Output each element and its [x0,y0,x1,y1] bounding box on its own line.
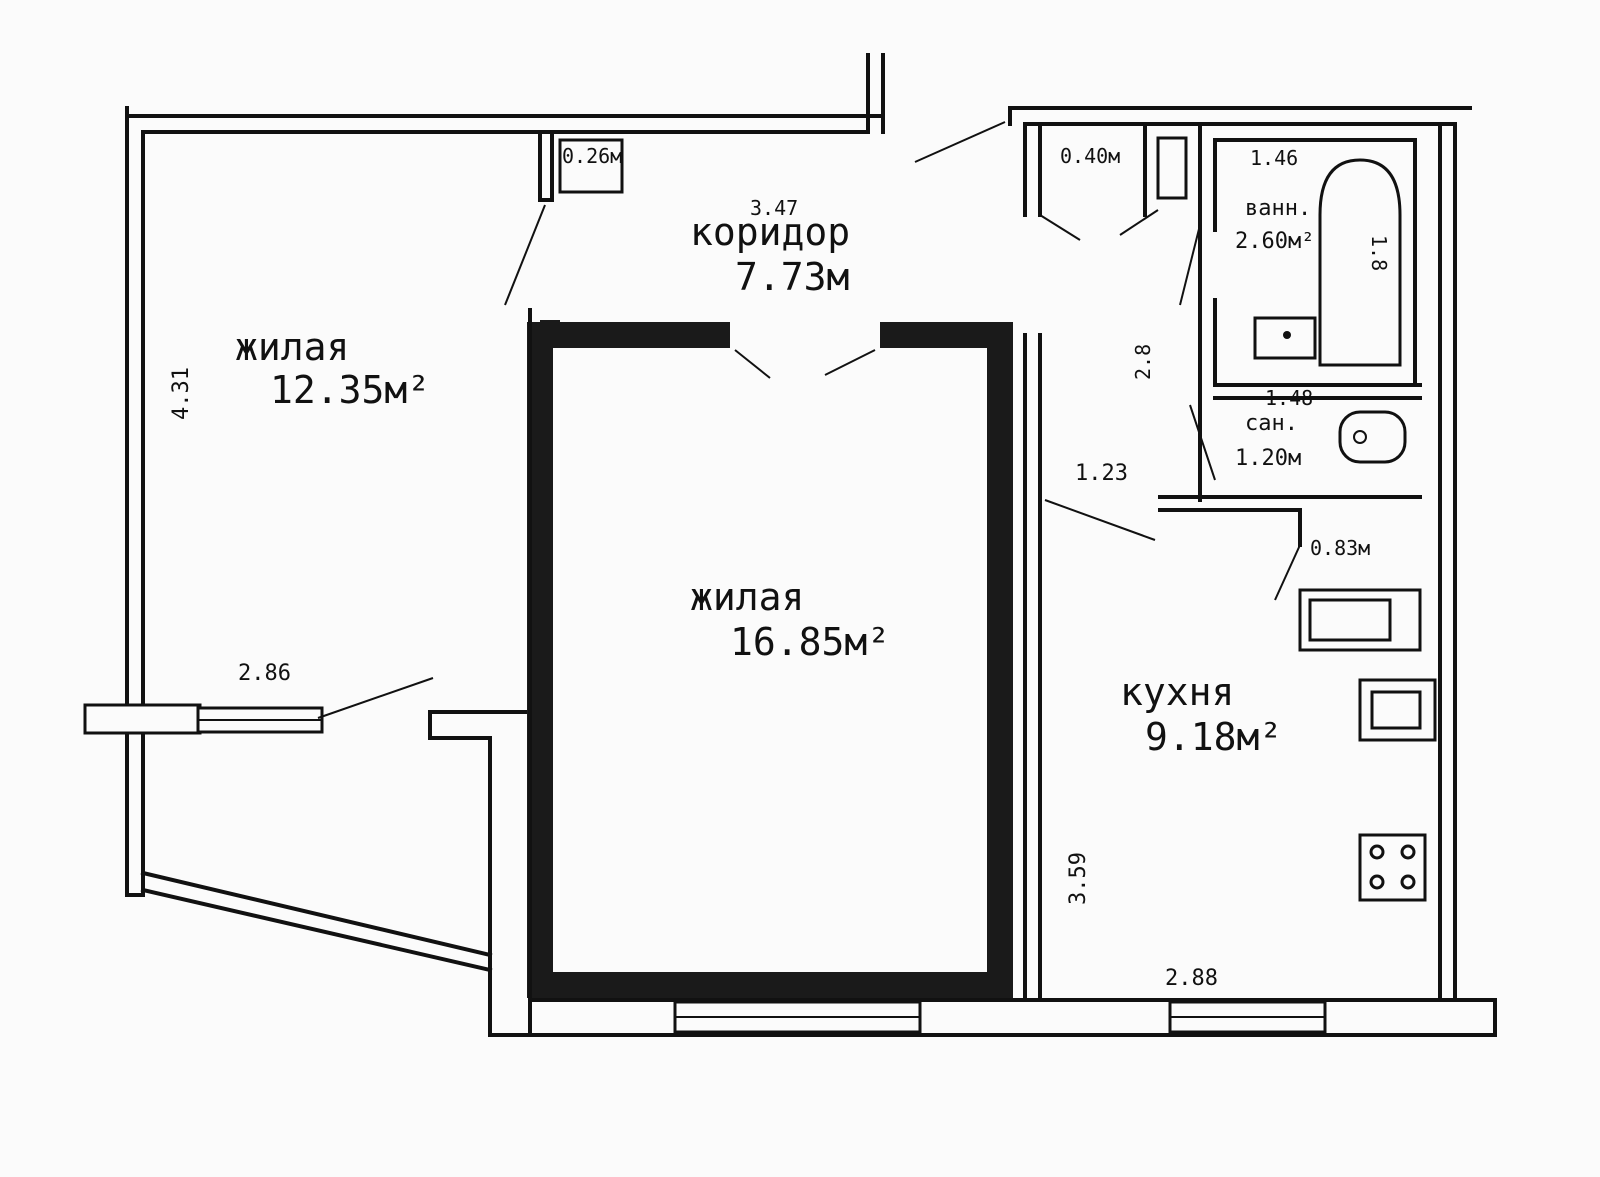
center-door-left[interactable] [734,349,771,379]
stove-burner-4 [1400,874,1416,890]
closet-2-shelf [1156,136,1188,200]
bath-dim: 1.46 [1250,146,1298,170]
dim-kitchen-door: 1.23 [1075,461,1128,486]
closet-2-door[interactable] [1039,214,1081,241]
dim-bath-right: 1.8 [1367,235,1391,271]
toilet [1338,410,1407,464]
living-center-name: жилая [690,575,804,619]
wc-dim: 1.48 [1265,386,1313,410]
dim-bath-side: 2.8 [1131,344,1155,380]
kitchen-sink-bowl [1370,690,1422,730]
center-room-corner [540,320,560,340]
toilet-bowl [1353,430,1367,444]
living-center-area: 16.85м² [730,620,890,664]
dim-kitchen-width: 2.88 [1165,966,1218,991]
left-room-walls [83,53,885,1037]
closet-3-door[interactable] [1274,544,1301,601]
kitchen-door[interactable] [1044,499,1156,541]
stove [1358,833,1427,902]
closet-2-area: 0.40м [1060,144,1120,168]
balcony-diagonal [140,870,493,958]
closet-3-area: 0.83м [1310,536,1370,560]
wc-name: сан. [1245,411,1298,436]
wc-door[interactable] [1189,404,1216,481]
dim-window-width: 2.86 [238,661,291,686]
center-room-door-gap [730,318,880,354]
corridor-area: 7.73м [735,255,849,299]
window-wall-left [83,703,202,735]
kitchen-area: 9.18м² [1145,715,1282,759]
dim-kitchen-height: 3.59 [1066,852,1091,905]
dim-leader-2-86 [317,677,434,719]
bath-sink-drain [1283,331,1291,339]
stove-burner-1 [1369,844,1385,860]
kitchen-name: кухня [1120,670,1234,714]
center-door-right[interactable] [824,349,876,376]
corridor-dim: 3.47 [750,196,798,220]
corridor-name: коридор [690,210,850,254]
dim-left-height: 4.31 [169,367,194,420]
closet-1-box [558,138,624,194]
bath-name: ванн. [1245,196,1311,221]
bathtub [1318,158,1402,367]
center-room [527,308,1042,1037]
wc-area: 1.20м [1235,446,1301,471]
living-left-area: 12.35м² [270,368,430,412]
bath-area: 2.60м² [1235,229,1314,254]
stove-burner-3 [1369,874,1385,890]
balcony-diagonal-2 [140,887,493,973]
bath-door[interactable] [1179,224,1201,306]
right-block-walls [914,106,1472,1002]
kitchen-counter-inner [1308,598,1392,642]
entrance-door[interactable] [914,121,1006,163]
stove-burner-2 [1400,844,1416,860]
living-left-name: жилая [235,325,349,369]
closet-2b-door[interactable] [1119,209,1159,236]
left-room-partition [428,710,532,1037]
closet-1-area: 0.26м [562,144,622,168]
left-room-door[interactable] [504,204,546,306]
bottom-wall [488,998,1497,1037]
